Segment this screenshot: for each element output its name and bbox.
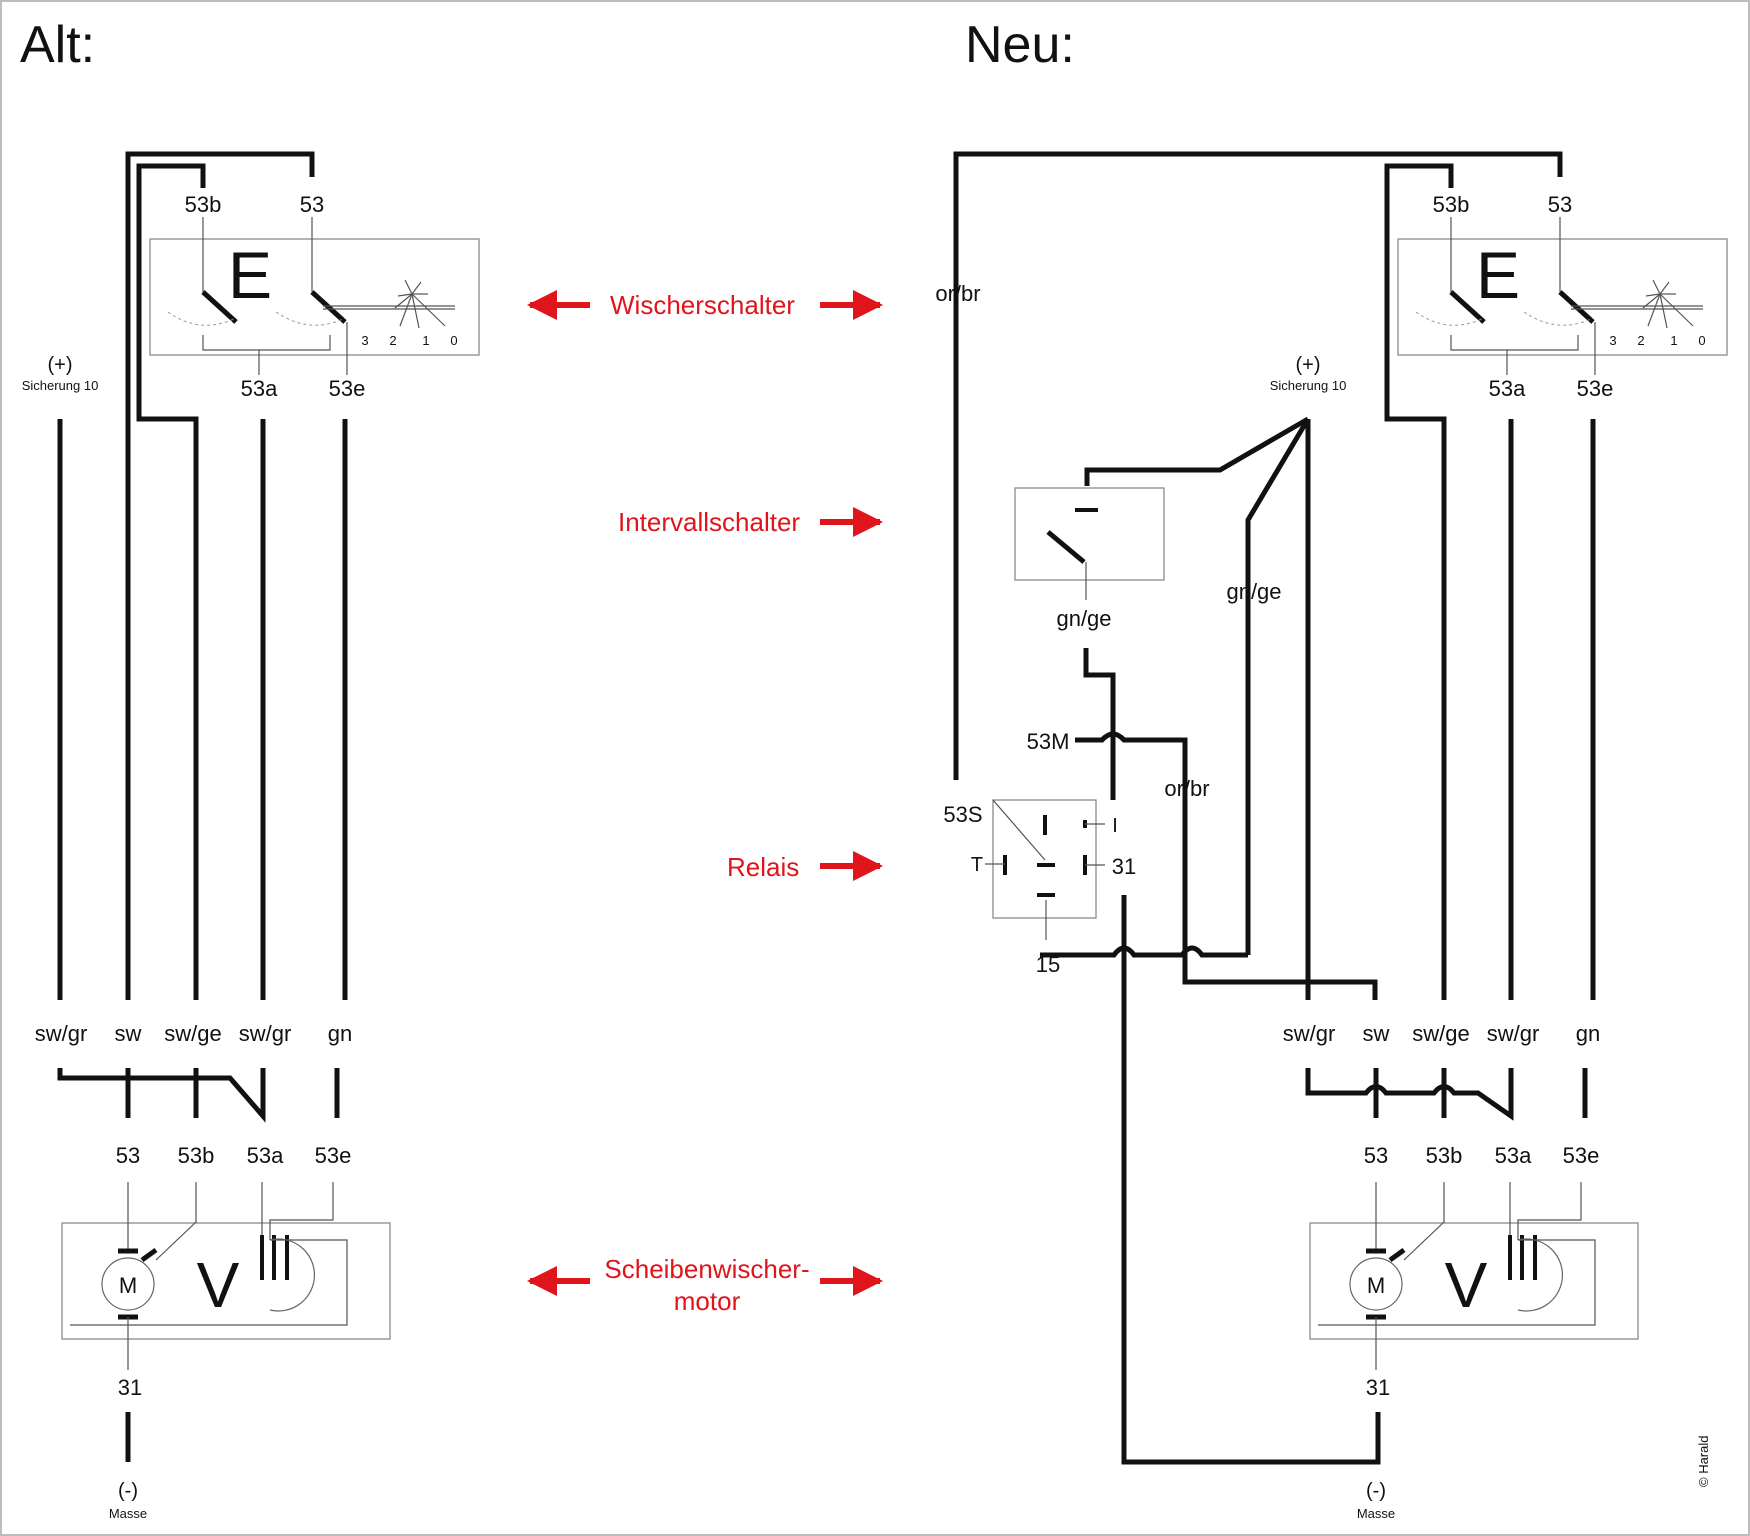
new-ground-label: Masse bbox=[1357, 1506, 1395, 1521]
new-power-fuse: Sicherung 10 bbox=[1270, 378, 1347, 393]
old-motor-t53a: 53a bbox=[247, 1143, 284, 1168]
callout-motor-label-2: motor bbox=[674, 1286, 741, 1316]
new-motor-t53e: 53e bbox=[1563, 1143, 1600, 1168]
old-pos-3: 3 bbox=[361, 333, 368, 348]
relay-tI: I bbox=[1112, 815, 1118, 837]
relay-t53S: 53S bbox=[943, 802, 982, 827]
old-pos-1: 1 bbox=[422, 333, 429, 348]
old-pos-0: 0 bbox=[450, 333, 457, 348]
new-wire-sw: sw bbox=[1363, 1021, 1390, 1046]
new-motor-t53b: 53b bbox=[1426, 1143, 1463, 1168]
old-wire-swgr-2: sw/gr bbox=[239, 1021, 292, 1046]
new-wire-swge: sw/ge bbox=[1412, 1021, 1469, 1046]
new-motor-v: V bbox=[1445, 1249, 1488, 1321]
old-wiper-motor: M V bbox=[61, 1182, 391, 1370]
callout-intervallschalter: Intervallschalter bbox=[618, 507, 883, 537]
old-motor-t53b: 53b bbox=[178, 1143, 215, 1168]
relay-t31: 31 bbox=[1112, 854, 1136, 879]
callout-wischerschalter-label: Wischerschalter bbox=[610, 290, 795, 320]
callout-intervallschalter-label: Intervallschalter bbox=[618, 507, 800, 537]
new-motor-t31: 31 bbox=[1366, 1375, 1390, 1400]
old-switch-symbol: E bbox=[228, 238, 272, 312]
heading-old: Alt: bbox=[20, 16, 95, 74]
old-term-53: 53 bbox=[300, 192, 324, 217]
new-term-53: 53 bbox=[1548, 192, 1572, 217]
old-motor-t53: 53 bbox=[116, 1143, 140, 1168]
callout-relais-label: Relais bbox=[727, 852, 799, 882]
new-diagram: E 3 2 1 0 53b 53 53a bbox=[935, 151, 1728, 1521]
new-power-plus: (+) bbox=[1296, 354, 1321, 376]
new-wire-swgr-2: sw/gr bbox=[1487, 1021, 1540, 1046]
new-wire-orbr-top: or/br bbox=[935, 281, 980, 306]
new-pos-3: 3 bbox=[1609, 333, 1616, 348]
new-wiper-switch: E 3 2 1 0 53b 53 53a bbox=[1397, 192, 1728, 401]
new-motor-t53a: 53a bbox=[1495, 1143, 1532, 1168]
new-wiper-motor: M V bbox=[1309, 1182, 1639, 1370]
old-wire-sw: sw bbox=[115, 1021, 142, 1046]
relay-tT: T bbox=[971, 854, 983, 876]
new-wire-orbr-relay: or/br bbox=[1164, 776, 1209, 801]
old-wire-swgr-1: sw/gr bbox=[35, 1021, 88, 1046]
old-wire-gn: gn bbox=[328, 1021, 352, 1046]
old-motor-t31: 31 bbox=[118, 1375, 142, 1400]
callout-relais: Relais bbox=[727, 851, 883, 882]
callout-motor-label-1: Scheibenwischer- bbox=[604, 1254, 809, 1284]
old-wire-swge: sw/ge bbox=[164, 1021, 221, 1046]
old-term-53e: 53e bbox=[329, 376, 366, 401]
new-term-53e: 53e bbox=[1577, 376, 1614, 401]
old-power-plus: (+) bbox=[48, 354, 73, 376]
old-motor-m: M bbox=[119, 1273, 137, 1298]
heading-new: Neu: bbox=[965, 16, 1075, 74]
old-switch-box bbox=[149, 238, 480, 356]
new-wire-swgr-1: sw/gr bbox=[1283, 1021, 1336, 1046]
old-term-53a: 53a bbox=[241, 376, 278, 401]
new-pos-2: 2 bbox=[1637, 333, 1644, 348]
old-pos-2: 2 bbox=[389, 333, 396, 348]
old-motor-t53e: 53e bbox=[315, 1143, 352, 1168]
new-motor-t53: 53 bbox=[1364, 1143, 1388, 1168]
relay-t53M: 53M bbox=[1027, 729, 1070, 754]
new-term-53b: 53b bbox=[1433, 192, 1470, 217]
old-ground-minus: (-) bbox=[118, 1480, 138, 1502]
new-wire-gn: gn bbox=[1576, 1021, 1600, 1046]
new-switch-symbol: E bbox=[1476, 238, 1520, 312]
new-wire-gnge-right: gn/ge bbox=[1226, 579, 1281, 604]
new-term-53a: 53a bbox=[1489, 376, 1526, 401]
old-motor-v: V bbox=[197, 1249, 240, 1321]
old-ground-label: Masse bbox=[109, 1506, 147, 1521]
callout-wischerschalter: Wischerschalter bbox=[527, 290, 883, 320]
relay: 53S I T 31 15 bbox=[943, 799, 1136, 977]
interval-wire-gnge: gn/ge bbox=[1056, 606, 1111, 631]
new-pos-0: 0 bbox=[1698, 333, 1705, 348]
old-power-fuse: Sicherung 10 bbox=[22, 378, 99, 393]
interval-switch: gn/ge bbox=[1014, 487, 1165, 631]
old-term-53b: 53b bbox=[185, 192, 222, 217]
new-motor-m: M bbox=[1367, 1273, 1385, 1298]
copyright: © Harald bbox=[1696, 1436, 1711, 1488]
old-wiper-switch: E 3 2 1 0 53b 53 53a bbox=[149, 192, 480, 401]
new-pos-1: 1 bbox=[1670, 333, 1677, 348]
old-diagram: E 3 2 1 0 53b 53 53a bbox=[22, 151, 480, 1521]
callout-motor: Scheibenwischer- motor bbox=[527, 1254, 883, 1316]
new-ground-minus: (-) bbox=[1366, 1480, 1386, 1502]
